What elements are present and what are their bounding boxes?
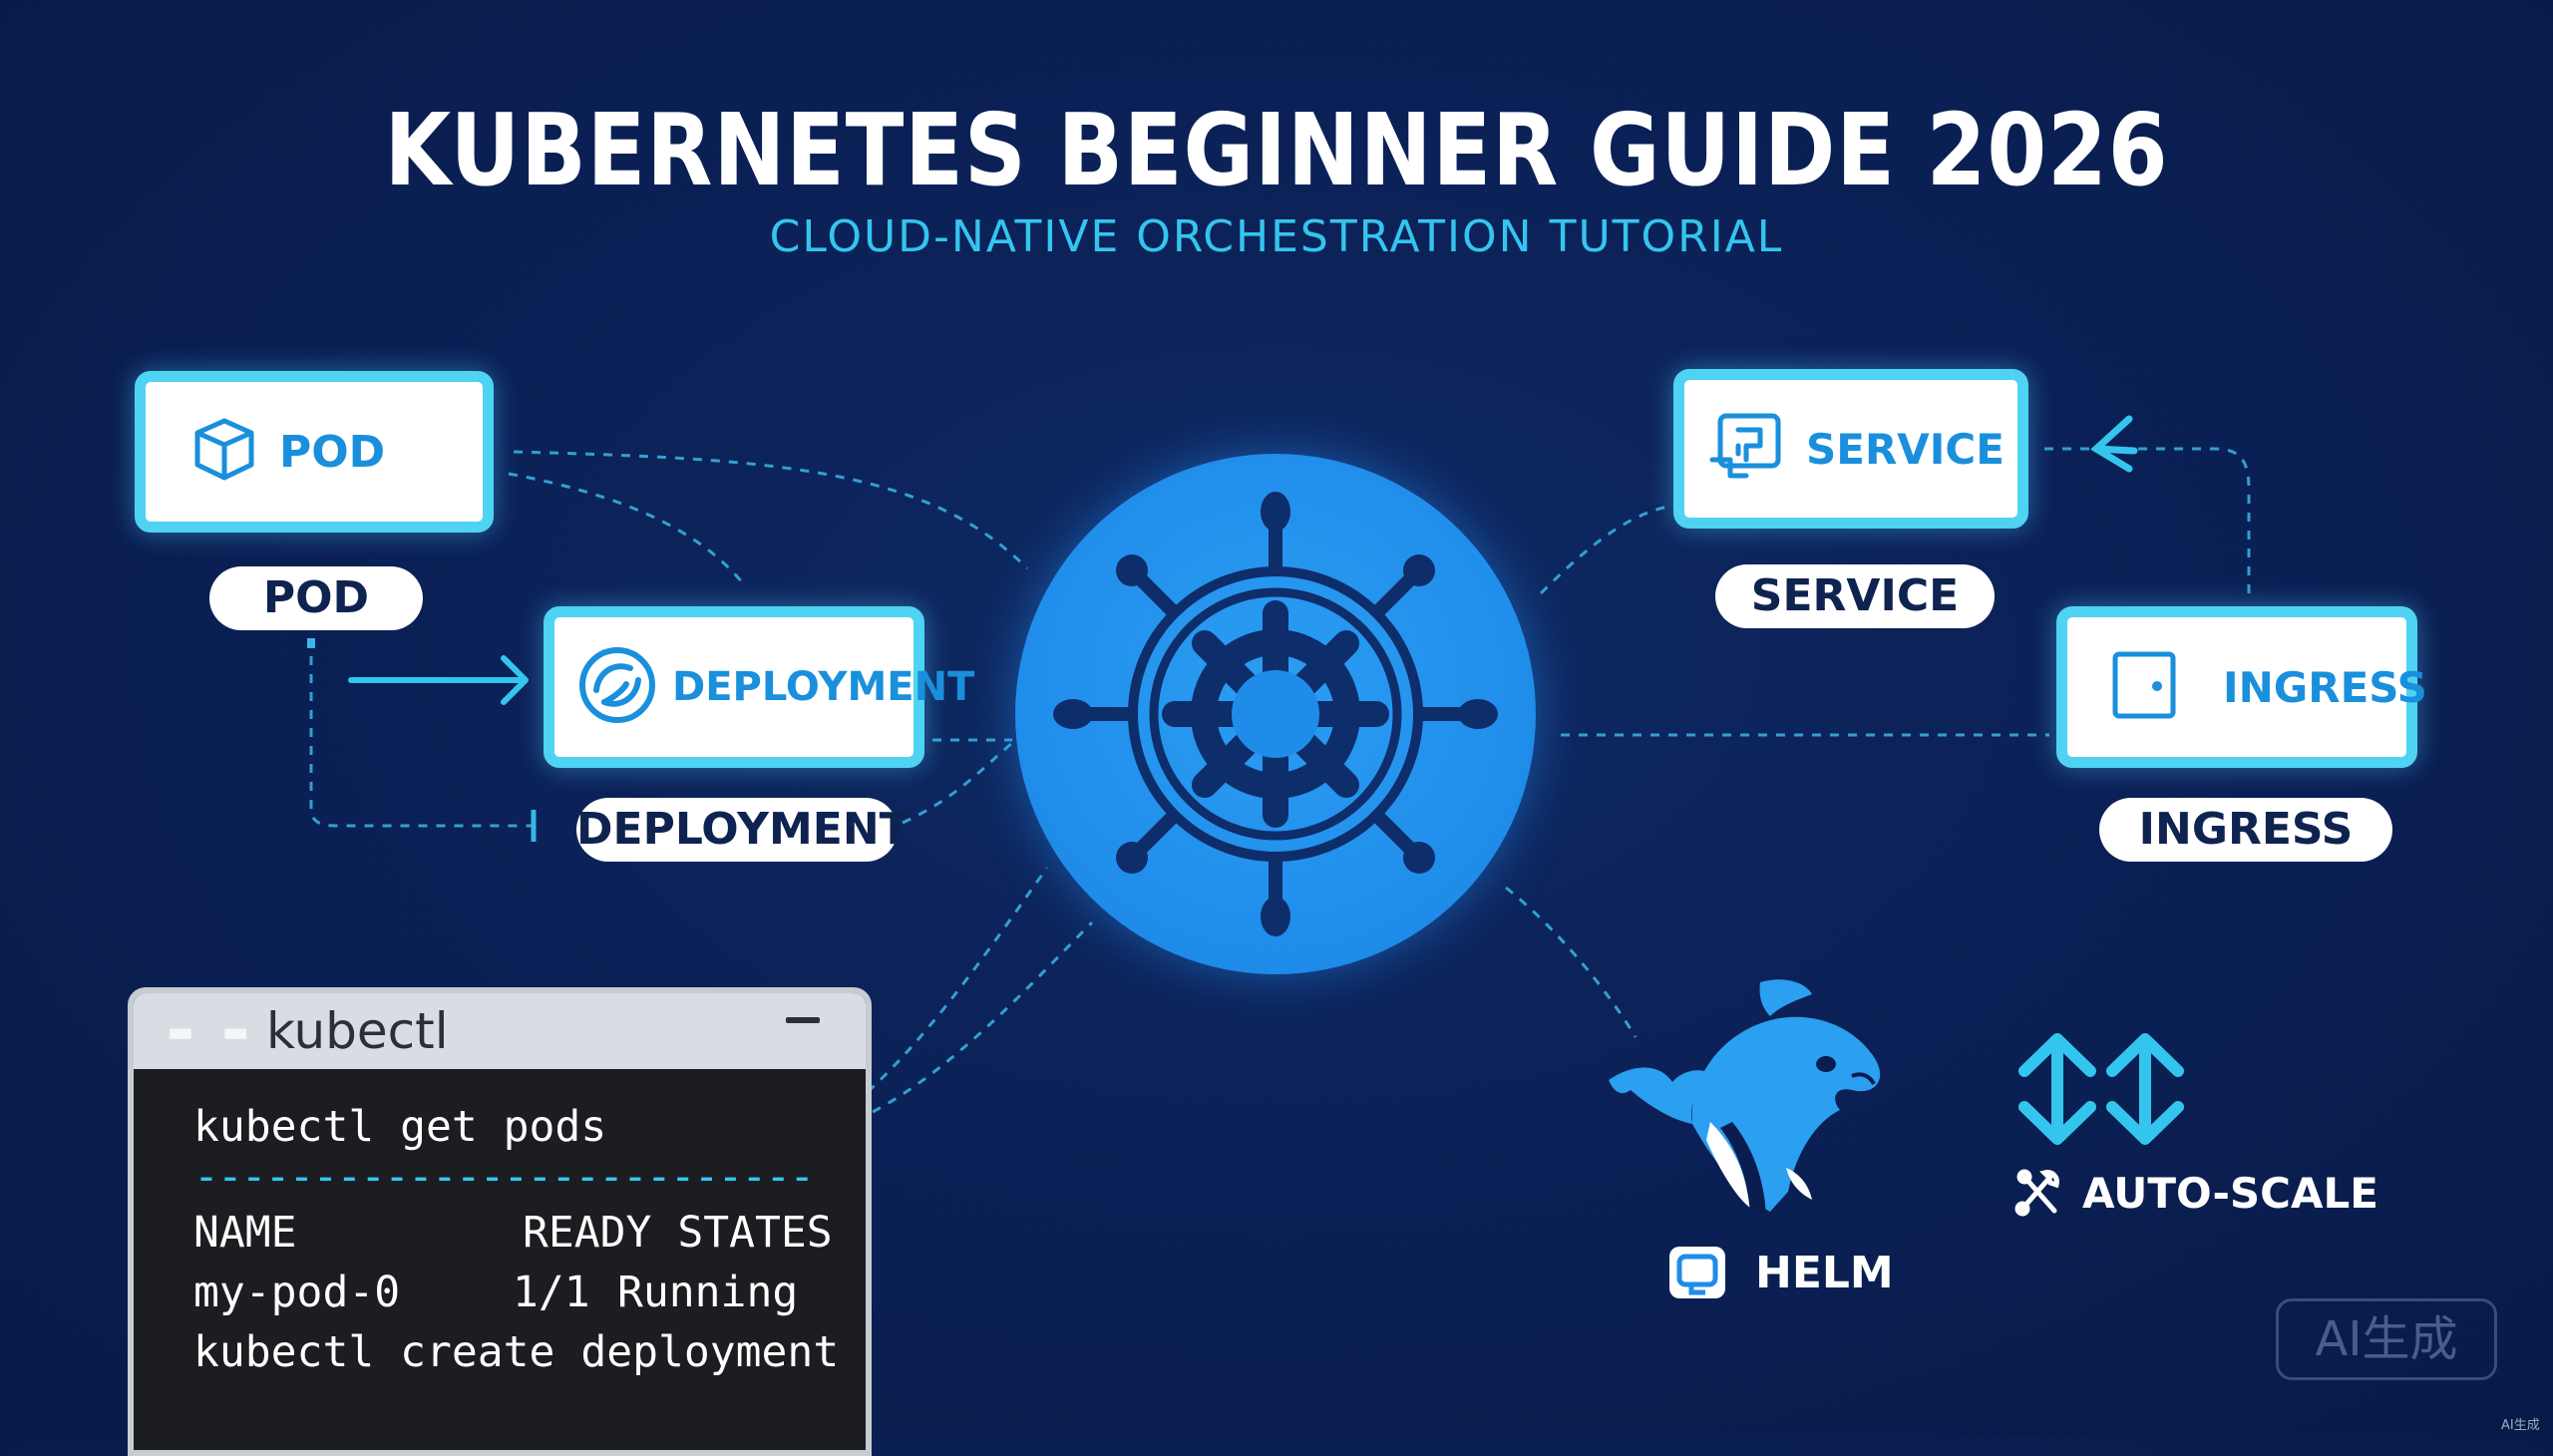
ship-wheel-icon (1053, 492, 1498, 936)
kubernetes-helm-wheel (1015, 454, 1536, 974)
window-dots-icon: ▬ ▬ (170, 1010, 253, 1052)
header-name: NAME (193, 1208, 297, 1258)
minimize-icon[interactable] (786, 1017, 820, 1023)
arrow-ingress-to-service (2090, 415, 2138, 473)
link-pod-helm-2 (508, 472, 745, 584)
helm-label: HELM (1665, 1243, 1894, 1302)
link-helm-service (1539, 502, 1686, 595)
terminal-header-row: NAME READY STATES (193, 1203, 866, 1263)
terminal-command-1: kubectl get pods (193, 1102, 607, 1152)
ai-corner-mark: AI生成 (2501, 1418, 2540, 1433)
terminal-pod-row: my-pod-0 1/1 Running (193, 1263, 866, 1322)
link-deployment-helm-2 (902, 741, 1013, 825)
service-pill: SERVICE (1715, 564, 1995, 628)
terminal-command-2: kubectl create deployment (193, 1327, 840, 1377)
service-icon (1708, 410, 1788, 489)
pod-card[interactable]: POD (135, 371, 494, 533)
pod-pill: POD (209, 566, 423, 630)
deployment-card[interactable]: DEPLOYMENT (544, 606, 974, 768)
deployment-pill: DEPLOYMENT (576, 798, 910, 862)
helm-chart-icon (1669, 1247, 1725, 1298)
deployment-cycle-icon (576, 644, 658, 731)
row-pod-status: Running (617, 1268, 799, 1317)
helm-whale-icon (1609, 979, 1881, 1216)
pod-card-label: POD (279, 426, 386, 478)
link-helm-helmchart (1505, 886, 1638, 1038)
terminal-output: kubectl get pods -----------------------… (134, 1069, 866, 1382)
link-terminal-helm-2 (872, 920, 1094, 1114)
link-pod-deployment-elbow (309, 638, 534, 828)
header-status: READY STATES (523, 1208, 833, 1258)
page-title: KUBERNETES BEGINNER GUIDE 2026 (384, 92, 2169, 208)
arrow-pod-to-deployment (348, 655, 529, 705)
link-pod-helm (513, 450, 1029, 570)
terminal-separator: -------------------------- (193, 1152, 815, 1202)
terminal-title: kubectl (266, 1002, 449, 1060)
ingress-pill: INGRESS (2099, 798, 2392, 862)
page-subtitle: CLOUD-NATIVE ORCHESTRATION TUTORIAL (769, 211, 1784, 262)
door-icon (2109, 648, 2179, 727)
deployment-card-label: DEPLOYMENT (672, 664, 975, 710)
autoscale-label: AUTO-SCALE (2012, 1167, 2378, 1219)
kubectl-terminal[interactable]: ▬ ▬ kubectl kubectl get pods -----------… (128, 987, 872, 1456)
ingress-card[interactable]: INGRESS (2056, 606, 2427, 768)
ingress-card-label: INGRESS (2223, 662, 2427, 712)
autoscale-arrows-icon (2018, 1033, 2184, 1145)
autoscale-label-text: AUTO-SCALE (2082, 1168, 2378, 1218)
helm-label-text: HELM (1755, 1247, 1894, 1298)
row-pod-ready: 1/1 (513, 1268, 590, 1317)
link-ingress-service (2104, 447, 2251, 593)
tools-icon (2014, 1169, 2059, 1217)
row-pod-name: my-pod-0 (193, 1268, 401, 1317)
service-card[interactable]: SERVICE (1673, 369, 2028, 529)
terminal-titlebar[interactable]: ▬ ▬ kubectl (134, 993, 866, 1069)
ai-generated-badge: AI生成 (2276, 1298, 2497, 1380)
service-card-label: SERVICE (1806, 424, 2005, 474)
cube-icon (189, 415, 259, 490)
link-terminal-helm (866, 867, 1049, 1094)
